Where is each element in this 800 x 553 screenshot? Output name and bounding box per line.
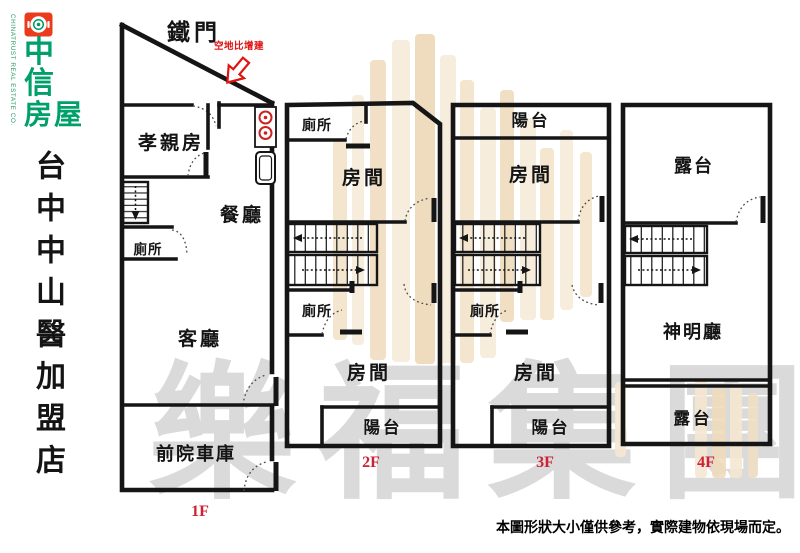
room-label: 房間 xyxy=(347,361,391,384)
stair-arrowhead xyxy=(629,235,638,243)
door-swing-arc xyxy=(403,283,432,306)
room-label: 孝親房 xyxy=(138,131,204,154)
wall-outline xyxy=(119,22,275,493)
logo-english-text: CHINATRUST REAL ESTATE CO. xyxy=(9,14,16,126)
room-label: 廁所 xyxy=(134,241,163,257)
expansion-arrow-icon xyxy=(226,56,251,84)
door-swing-arc xyxy=(345,120,365,140)
expansion-annotation: 空地比增建 xyxy=(214,40,264,84)
floor-label-3f: 3F xyxy=(536,454,554,471)
door-swing-arc xyxy=(243,461,267,492)
door-swing-arc xyxy=(192,105,217,127)
wall-diagonal-fence xyxy=(118,21,276,107)
room-label: 廁所 xyxy=(470,303,500,319)
floor-label-1f: 1F xyxy=(191,503,209,520)
logo-seal-icon xyxy=(24,12,53,37)
room-label: 客廳 xyxy=(178,327,222,350)
sink-icon xyxy=(255,151,276,185)
wall-outline xyxy=(450,102,612,449)
floor-label-2f: 2F xyxy=(362,454,380,471)
room-label: 前院車庫 xyxy=(156,443,236,464)
room-label: 露台 xyxy=(674,155,714,176)
stair-arrowhead xyxy=(692,266,701,274)
room-label: 房間 xyxy=(342,166,386,189)
floor-label-4f: 4F xyxy=(697,454,715,471)
door-swing-arc xyxy=(187,152,205,177)
stair-arrowhead xyxy=(131,211,140,220)
room-label: 陽台 xyxy=(532,417,571,437)
wall-outline xyxy=(284,100,443,449)
door-swing-arc xyxy=(404,197,431,222)
expansion-note-text: 空地比增建 xyxy=(214,40,264,52)
wall-outline xyxy=(620,102,773,447)
room-label: 房間 xyxy=(514,361,558,384)
room-label: 廁所 xyxy=(302,303,332,319)
stair-arrowhead xyxy=(356,266,365,274)
room-label: 房間 xyxy=(509,163,553,186)
stair-arrowhead xyxy=(522,266,531,274)
logo-chars-bottom: 房屋 xyxy=(24,99,85,130)
room-label: 神明廳 xyxy=(663,321,723,342)
room-label: 露台 xyxy=(674,408,713,428)
disclaimer-text: 本圖形狀大小僅供參考，實際建物依現場而定。 xyxy=(496,521,790,536)
logo-char-mid: 信 xyxy=(24,67,54,100)
stair-arrowhead xyxy=(293,234,302,242)
door-swing-arc xyxy=(242,374,267,406)
stove-icon xyxy=(254,106,277,148)
room-label: 陽台 xyxy=(512,110,551,130)
floor-plan-1f: 鐵門 孝親房 餐廳 廁所 客廳 前院車庫 1F xyxy=(118,19,279,520)
store-name-vertical: 台中中山醫加盟店 xyxy=(31,150,64,486)
door-swing-arc xyxy=(171,229,188,256)
room-label: 餐廳 xyxy=(220,203,264,226)
room-label: 廁所 xyxy=(302,117,332,133)
floor-plan-3f: 陽台 房間 廁所 房間 陽台 3F xyxy=(450,102,612,471)
floor-plan-2f: 廁所 房間 廁所 房間 陽台 2F xyxy=(284,100,443,471)
door-swing-arc xyxy=(735,196,761,223)
stair-arrowhead xyxy=(459,234,468,242)
chinatrust-logo: 中 信 房屋 xyxy=(24,12,86,129)
floor-plan-4f: 露台 神明廳 露台 4F xyxy=(620,102,773,471)
brand-sidebar: CHINATRUST REAL ESTATE CO. 中 信 房屋 台中中山醫加… xyxy=(0,0,110,553)
door-swing-arc xyxy=(489,309,509,335)
room-label: 陽台 xyxy=(364,417,403,437)
logo-char-top: 中 xyxy=(24,36,54,69)
gate-label: 鐵門 xyxy=(167,19,221,45)
